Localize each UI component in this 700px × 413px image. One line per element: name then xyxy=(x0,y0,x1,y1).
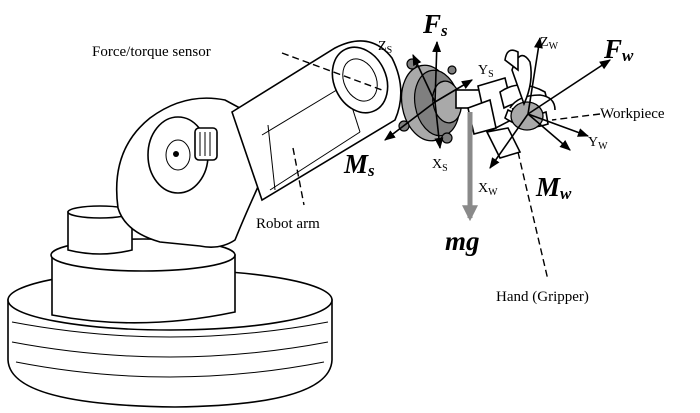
ms-label: Ms xyxy=(343,149,375,180)
fs-label: Fs xyxy=(422,9,448,40)
workpiece-y-label: YW xyxy=(588,135,608,152)
sensor-z-label: ZS xyxy=(378,39,392,56)
workpiece-z-label: ZW xyxy=(540,35,559,52)
sensor-callout-line xyxy=(281,52,383,91)
sensor-callout-label: Force/torque sensor xyxy=(92,44,211,60)
workpiece-x-axis xyxy=(489,113,529,169)
workpiece-callout-label: Workpiece xyxy=(600,106,665,122)
robot-arm-callout-label: Robot arm xyxy=(256,216,320,232)
robot-arm-link xyxy=(231,40,402,202)
workpiece-z-axis xyxy=(527,36,543,115)
workpiece-y-axis xyxy=(527,113,590,137)
sensor-x-axis xyxy=(434,101,444,150)
sensor-x-label: XS xyxy=(432,157,448,174)
robot-shoulder xyxy=(115,97,263,248)
ms-vector xyxy=(384,101,436,141)
hand-callout-label: Hand (Gripper) xyxy=(496,289,589,305)
force-torque-sensor xyxy=(398,58,487,144)
mw-label: Mw xyxy=(535,172,572,203)
robot-base xyxy=(7,205,333,408)
fw-vector xyxy=(527,59,611,115)
robot-arm-callout-line xyxy=(292,147,305,206)
sensor-z-axis xyxy=(412,53,436,103)
mg-label: mg xyxy=(445,226,480,256)
workpiece-callout-line xyxy=(551,113,601,121)
fs-vector xyxy=(432,40,442,103)
sensor-y-axis xyxy=(434,79,473,103)
sensor-y-label: YS xyxy=(478,63,494,80)
workpiece-x-label: XW xyxy=(478,181,498,198)
mw-vector xyxy=(527,113,571,151)
fw-label: Fw xyxy=(603,34,634,65)
